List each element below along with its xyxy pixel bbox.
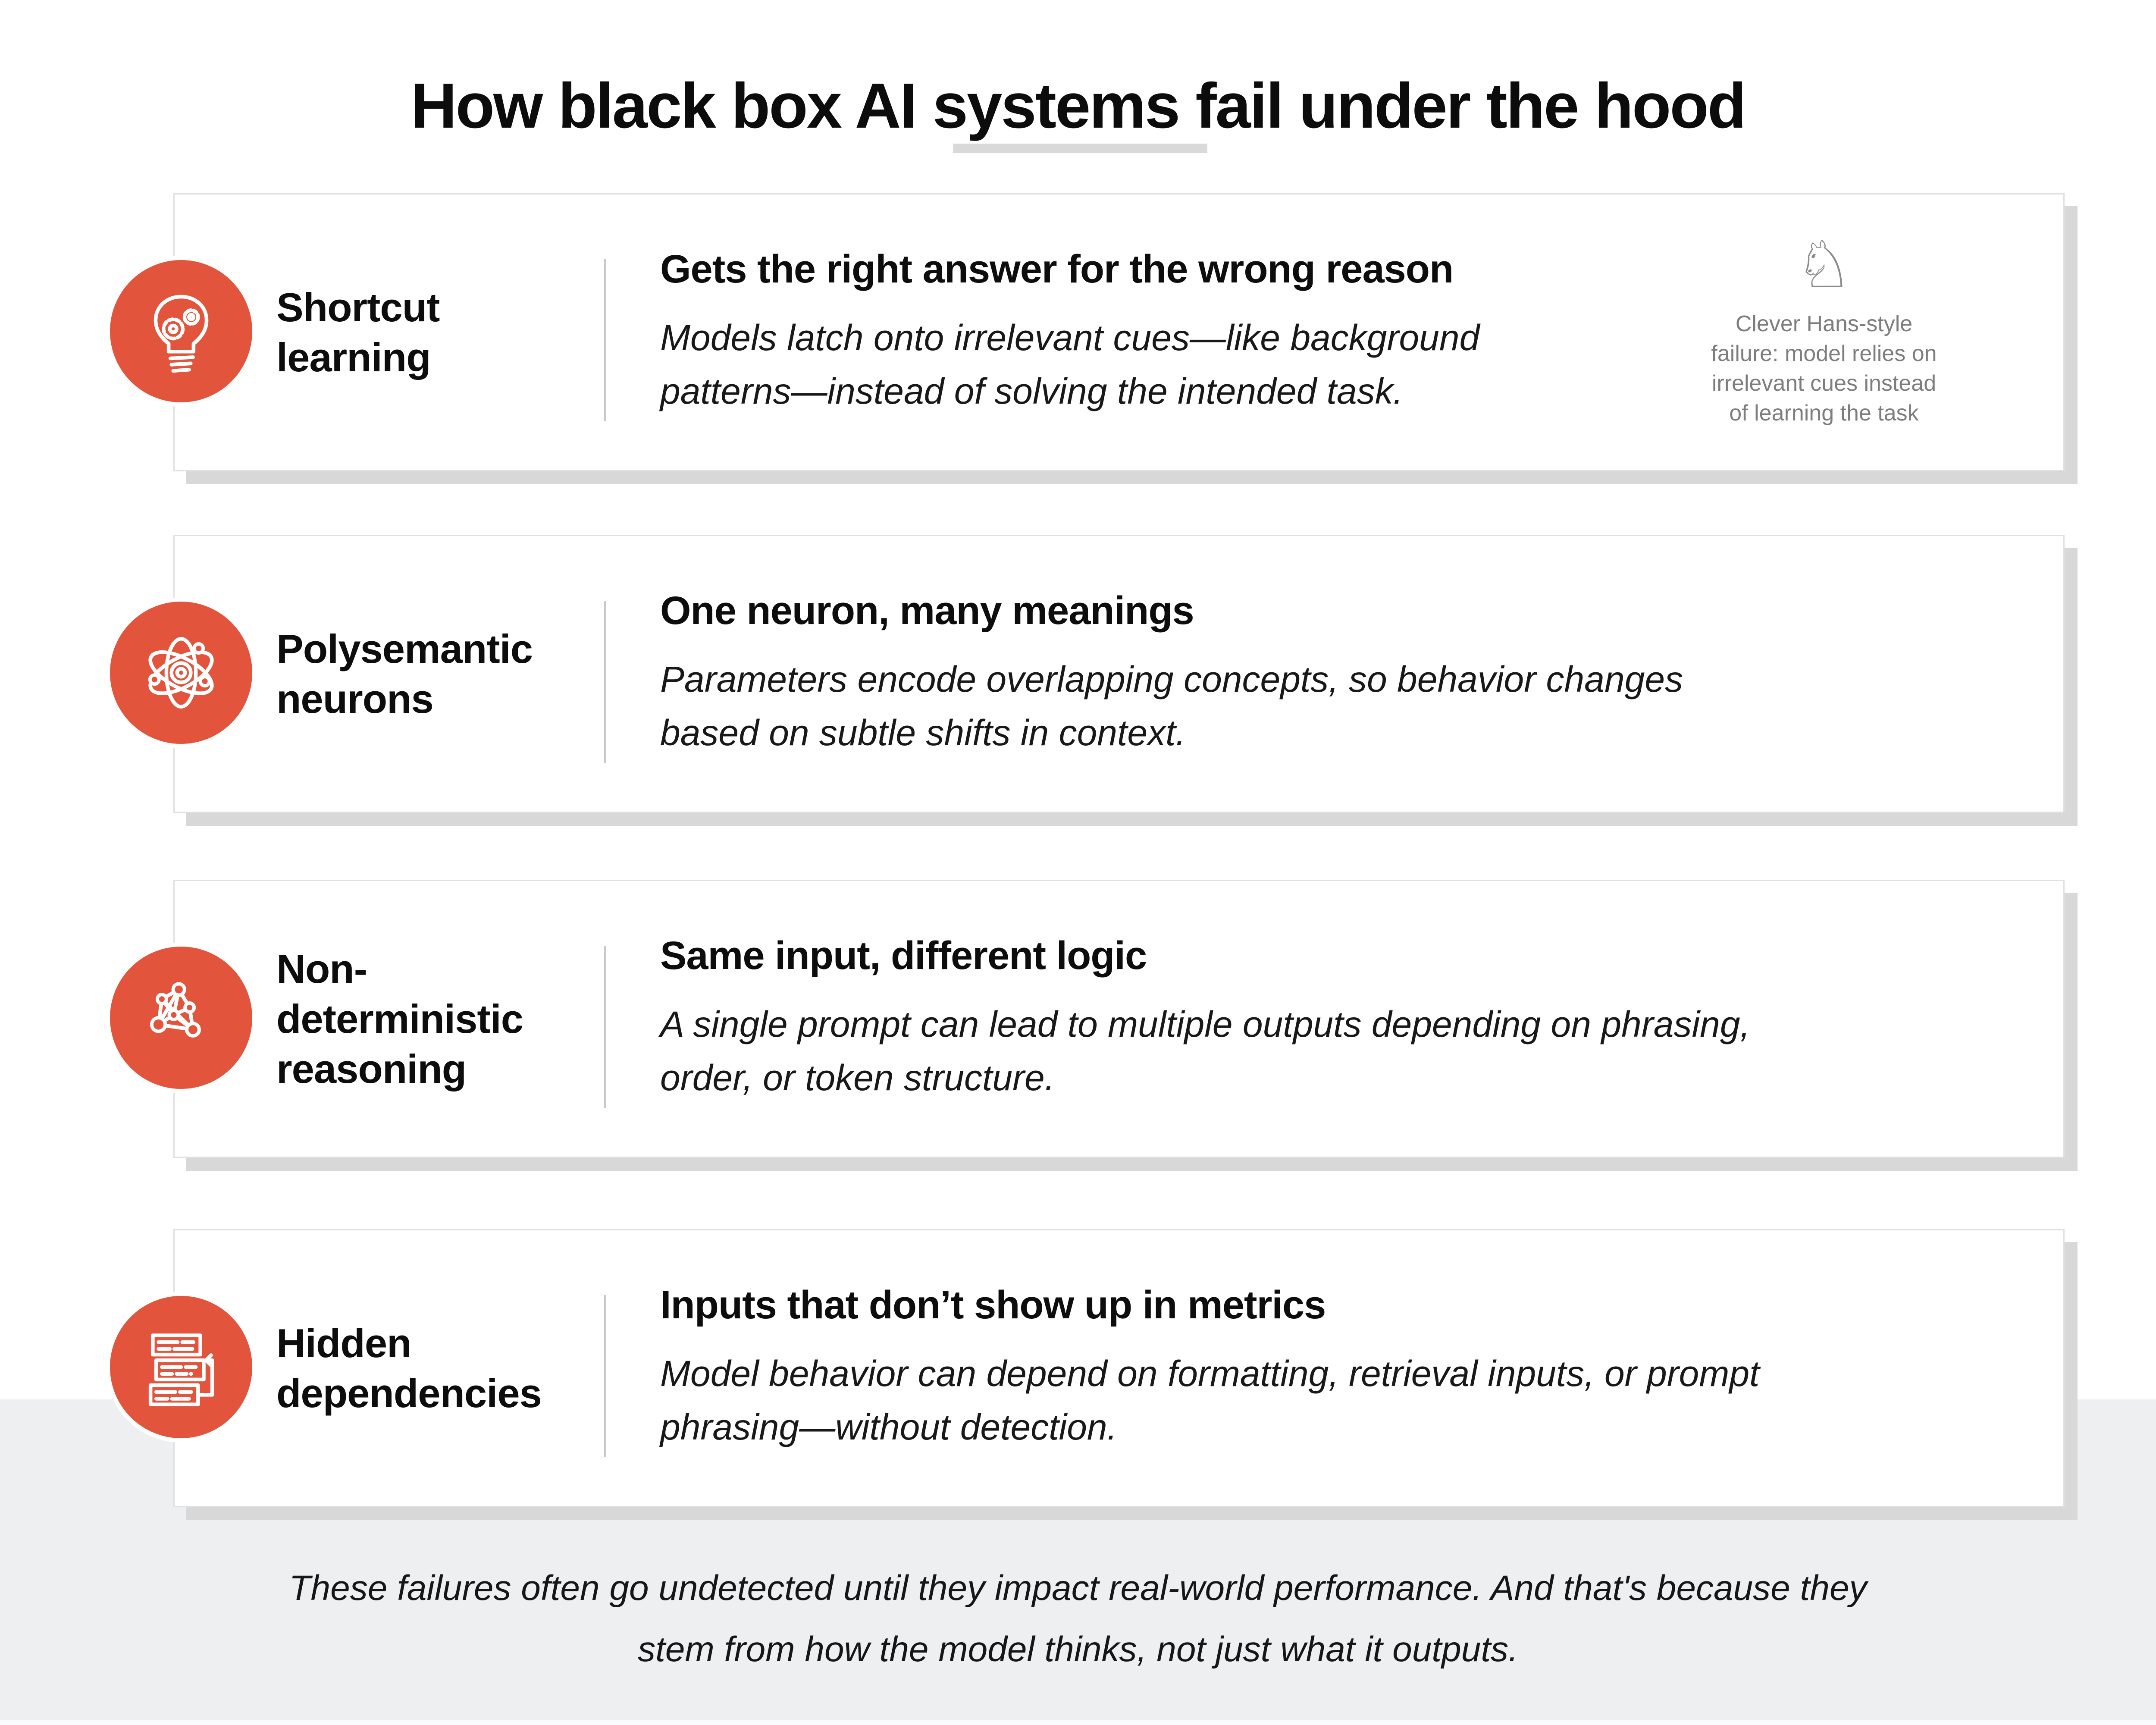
card-shortcut-learning: Shortcut learning Gets the right answer … xyxy=(106,193,2065,471)
title-divider xyxy=(953,144,1207,153)
card-heading: One neuron, many meanings xyxy=(660,589,1194,633)
card-label-polysemantic-neurons: Polysemantic neurons xyxy=(276,536,598,812)
label-line: learning xyxy=(276,334,431,380)
hidden-dependencies-badge xyxy=(106,1292,257,1443)
body-line: Models latch onto irrelevant cues—like b… xyxy=(660,317,1480,358)
label-line: neurons xyxy=(276,676,434,721)
clever-hans-annotation: ♘ Clever Hans-style failure: model relie… xyxy=(1649,232,1999,428)
footer-band-bottom-strip xyxy=(0,1720,2156,1725)
page-title: How black box AI systems fail under the … xyxy=(411,70,1746,142)
annotation-line: Clever Hans-style xyxy=(1735,311,1913,336)
card-label-hidden-dependencies: Hidden dependencies xyxy=(276,1230,598,1506)
polysemantic-neurons-badge xyxy=(106,597,257,748)
annotation-line: failure: model relies on xyxy=(1711,341,1937,366)
annotation-line: irrelevant cues instead xyxy=(1711,371,1937,396)
label-line: Polysemantic xyxy=(276,626,533,671)
card-body: Models latch onto irrelevant cues—like b… xyxy=(660,311,1635,418)
body-line: patterns—instead of solving the intended… xyxy=(660,371,1404,411)
lightbulb-gears-icon xyxy=(154,295,209,373)
annotation-text: Clever Hans-style failure: model relies … xyxy=(1711,309,1937,428)
card-text-polysemantic-neurons: One neuron, many meanings Parameters enc… xyxy=(660,536,1945,812)
card-label-non-deterministic-reasoning: Non- deterministic reasoning xyxy=(276,881,598,1157)
label-line: Hidden xyxy=(276,1320,412,1366)
body-line: Parameters encode overlapping concepts, … xyxy=(660,659,1683,699)
card-heading: Inputs that don’t show up in metrics xyxy=(660,1283,1326,1327)
card-hidden-dependencies: Hidden dependencies Inputs that don’t sh… xyxy=(106,1229,2065,1507)
card-divider-line xyxy=(604,1295,606,1457)
card-label-shortcut-learning: Shortcut learning xyxy=(276,194,598,470)
body-line: Model behavior can depend on formatting,… xyxy=(660,1353,1760,1394)
footer-note: These failures often go undetected until… xyxy=(129,1558,2027,1680)
label-line: Non- xyxy=(276,946,367,991)
body-line: based on subtle shifts in context. xyxy=(660,712,1186,753)
body-line: phrasing—without detection. xyxy=(660,1407,1117,1447)
card-divider-line xyxy=(604,946,606,1108)
card-body: A single prompt can lead to multiple out… xyxy=(660,997,1945,1104)
card-heading: Gets the right answer for the wrong reas… xyxy=(660,247,1454,291)
label-line: Shortcut xyxy=(276,284,440,330)
footer-line: These failures often go undetected until… xyxy=(289,1568,1867,1608)
card-text-hidden-dependencies: Inputs that don’t show up in metrics Mod… xyxy=(660,1230,1945,1506)
card-body: Parameters encode overlapping concepts, … xyxy=(660,652,1945,759)
chess-knight-icon: ♘ xyxy=(1795,227,1853,302)
stacked-lists-sync-icon xyxy=(148,1333,214,1406)
card-heading: Same input, different logic xyxy=(660,934,1147,978)
label-line: reasoning xyxy=(276,1046,467,1091)
card-polysemantic-neurons: Polysemantic neurons One neuron, many me… xyxy=(106,535,2065,813)
label-line: deterministic xyxy=(276,996,523,1041)
body-line: order, or token structure. xyxy=(660,1057,1055,1098)
card-text-non-deterministic-reasoning: Same input, different logic A single pro… xyxy=(660,881,1945,1157)
card-divider-line xyxy=(604,601,606,763)
network-nodes-icon xyxy=(150,982,201,1038)
card-non-deterministic-reasoning: Non- deterministic reasoning Same input,… xyxy=(106,880,2065,1158)
label-line: dependencies xyxy=(276,1370,542,1416)
body-line: A single prompt can lead to multiple out… xyxy=(660,1004,1750,1044)
footer-line: stem from how the model thinks, not just… xyxy=(638,1630,1518,1669)
atom-icon xyxy=(148,637,214,709)
non-deterministic-reasoning-badge xyxy=(106,942,257,1093)
shortcut-learning-badge xyxy=(106,256,257,407)
annotation-line: of learning the task xyxy=(1729,401,1919,426)
card-text-shortcut-learning: Gets the right answer for the wrong reas… xyxy=(660,194,1635,470)
card-divider-line xyxy=(604,259,606,421)
card-body: Model behavior can depend on formatting,… xyxy=(660,1347,1945,1454)
